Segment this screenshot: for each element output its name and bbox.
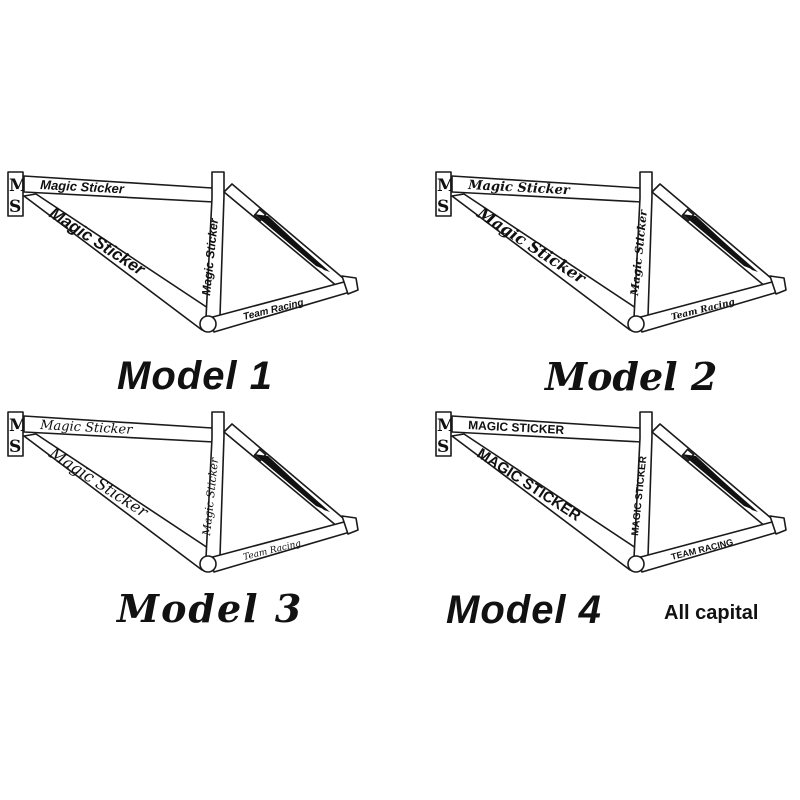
head-tube: [435, 171, 452, 217]
model-4-note: All capital: [664, 602, 759, 624]
top-tube-sticker: MAGIC STICKER: [468, 418, 565, 437]
stripe-decal: [694, 220, 758, 272]
head-tube: [7, 411, 24, 457]
ms-badge-bottom: S: [9, 197, 21, 217]
stripe-decal: [694, 460, 758, 512]
model-1-caption: Model 1: [117, 354, 273, 398]
model-3-caption: Model 3: [117, 586, 304, 631]
head-tube: [435, 411, 452, 457]
ms-badge-bottom: S: [437, 197, 449, 217]
down-tube-sticker: Magic Sticker: [45, 443, 153, 522]
bottom-bracket: [627, 555, 645, 573]
bike-frame-model-4: M S MAGIC STICKER MAGIC STICKER MAGIC ST…: [435, 411, 787, 573]
rear-dropout: [341, 515, 359, 535]
head-tube: [7, 171, 24, 217]
model-4-caption: Model 4: [446, 588, 602, 632]
stripe-decal: [266, 220, 330, 272]
bike-frame-model-3: M S Magic Sticker Magic Sticker Magic St…: [7, 411, 359, 573]
model-2-caption: Model 2: [545, 354, 718, 399]
bottom-bracket: [199, 315, 217, 333]
bike-frame-model-2: M S Magic Sticker Magic Sticker Magic St…: [435, 171, 787, 333]
down-tube-sticker: MAGIC STICKER: [474, 445, 584, 525]
top-tube-sticker: Magic Sticker: [39, 418, 134, 438]
down-tube-sticker: Magic Sticker: [473, 203, 590, 288]
ms-badge-bottom: S: [437, 437, 449, 457]
stripe-decal: [266, 460, 330, 512]
rear-dropout: [769, 275, 787, 295]
rear-dropout: [769, 515, 787, 535]
down-tube-sticker: Magic Sticker: [46, 203, 149, 279]
bottom-bracket: [199, 555, 217, 573]
rear-dropout: [341, 275, 359, 295]
bike-frame-model-1: M S Magic Sticker Magic Sticker Magic St…: [7, 171, 359, 333]
top-tube-sticker: Magic Sticker: [467, 178, 571, 198]
bottom-bracket: [627, 315, 645, 333]
top-tube-sticker: Magic Sticker: [40, 177, 125, 196]
ms-badge-bottom: S: [9, 437, 21, 457]
